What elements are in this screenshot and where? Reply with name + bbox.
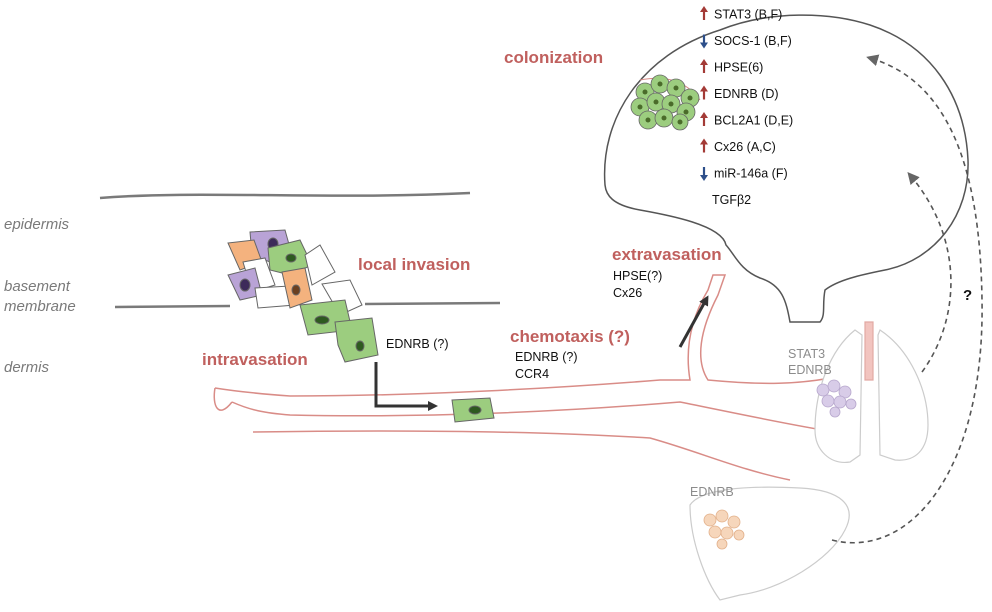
colonization-gene-7: miR-146a (F) [714, 167, 788, 181]
colonization-gene-4: EDNRB (D) [714, 87, 779, 101]
lung-metastasis-cluster [816, 379, 857, 418]
lung-to-brain-arrow [907, 171, 952, 373]
epidermis-label: epidermis [4, 216, 70, 233]
extravasation-arrow [678, 295, 709, 348]
up-regulation-arrow-icon [700, 138, 708, 153]
colonization-gene-1: STAT3 (B,F) [714, 8, 782, 22]
up-regulation-arrow-icon [700, 112, 708, 126]
colonization-label: colonization [504, 48, 603, 67]
liver-outline [689, 486, 850, 601]
colonization-gene-5: BCL2A1 (D,E) [714, 114, 793, 128]
intravasation-label: intravasation [202, 350, 308, 369]
brain-tumor-nuclei [637, 81, 693, 125]
basement-label-line2: membrane [4, 298, 76, 315]
unknown-route-mark: ? [963, 287, 972, 304]
lung-gene-2: EDNRB [788, 363, 832, 377]
intravasation-arrow [374, 362, 438, 411]
extravasation-gene-1: HPSE(?) [613, 269, 662, 283]
dermis-label: dermis [4, 359, 50, 376]
liver-gene: EDNRB [690, 485, 734, 499]
colonization-gene-3: HPSE(6) [714, 61, 763, 75]
tumor-cell-cluster [227, 229, 379, 363]
colonization-gene-8: TGFβ2 [712, 193, 751, 207]
intravasation-gene: EDNRB (?) [386, 337, 449, 351]
liver-to-brain-arrow [831, 54, 983, 544]
down-regulation-arrow-icon [700, 34, 708, 49]
colonization-gene-6: Cx26 (A,C) [714, 140, 776, 154]
up-regulation-arrow-icon [700, 6, 708, 20]
local-invasion-label: local invasion [358, 255, 470, 274]
lung-gene-1: STAT3 [788, 347, 825, 361]
blood-vessel [213, 274, 841, 481]
extravasation-gene-2: Cx26 [613, 286, 642, 300]
liver-metastasis-cluster [703, 509, 745, 550]
up-regulation-arrow-icon [700, 85, 708, 100]
skin-surface-line [99, 191, 471, 200]
colonization-gene-2: SOCS-1 (B,F) [714, 34, 792, 48]
colonization-gene-list: STAT3 (B,F) SOCS-1 (B,F) HPSE(6) EDNRB (D) B… [700, 6, 793, 207]
lungs [814, 321, 929, 463]
basement-label-line1: basement [4, 278, 71, 295]
up-regulation-arrow-icon [700, 59, 708, 73]
extravasation-label: extravasation [612, 245, 722, 264]
chemotaxis-gene-1: EDNRB (?) [515, 350, 578, 364]
down-regulation-arrow-icon [700, 167, 708, 181]
chemotaxis-label: chemotaxis (?) [510, 327, 630, 346]
chemotaxis-gene-2: CCR4 [515, 367, 549, 381]
circulating-tumor-cell [451, 397, 495, 423]
basement-membrane-line [114, 301, 501, 309]
